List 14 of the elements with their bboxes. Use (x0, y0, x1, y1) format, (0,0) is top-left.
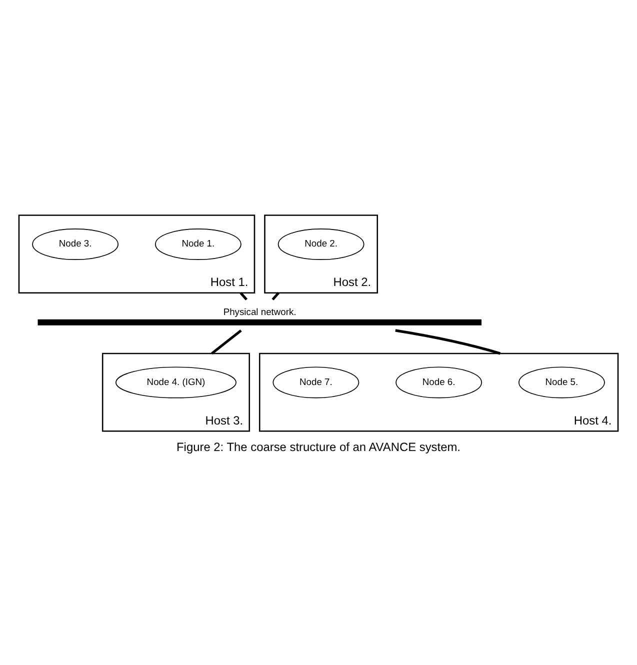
node-label: Physical network. (223, 306, 296, 316)
node-bar (38, 318, 482, 325)
node-ellipse: Node 5. (518, 366, 605, 398)
node-ellipse: Node 6. (396, 366, 482, 398)
node-ellipse: Node 7. (272, 366, 360, 398)
connector (272, 292, 280, 300)
node-ellipse: Node 1. (154, 228, 242, 260)
node-ellipse: Node 4. (IGN) (116, 366, 236, 398)
caption: Figure 2: The coarse structure of an AVANCE system. (176, 439, 460, 454)
connector (211, 329, 242, 354)
connector (395, 328, 501, 354)
node-ellipse: Node 2. (278, 228, 364, 260)
node-ellipse: Node 3. (32, 228, 118, 260)
connector (240, 292, 248, 300)
